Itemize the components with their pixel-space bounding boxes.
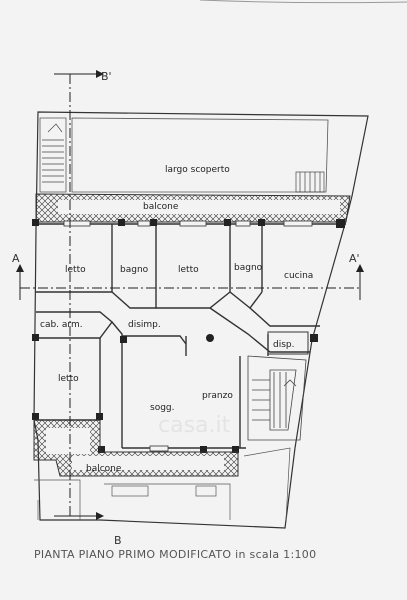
room-letto-2: letto xyxy=(178,265,199,275)
paper-edge xyxy=(199,0,407,4)
room-cucina: cucina xyxy=(284,271,313,281)
lower-courtyard xyxy=(34,447,291,521)
open-area xyxy=(71,117,329,193)
section-label-a-right: A' xyxy=(349,252,360,265)
room-bagno-1: bagno xyxy=(120,265,149,275)
drawing-title: PIANTA PIANO PRIMO MODIFICATO in scala 1… xyxy=(34,548,316,561)
section-label-b-bottom: B xyxy=(114,534,122,547)
section-label-b-top: B' xyxy=(101,70,112,83)
room-disp: disp. xyxy=(273,340,294,350)
section-arrows xyxy=(16,70,364,520)
room-bagno-2: bagno xyxy=(234,263,263,273)
room-sogg: sogg. xyxy=(150,403,174,413)
storage-closet xyxy=(267,331,309,355)
room-letto-3: letto xyxy=(58,374,79,384)
room-pranzo: pranzo xyxy=(202,391,233,401)
watermark-text: casa.it xyxy=(158,413,231,438)
room-disimp: disimp. xyxy=(128,320,161,330)
top-left-stair xyxy=(39,117,67,193)
room-balcone-top: balcone xyxy=(143,202,179,212)
room-cab-arm: cab. arm. xyxy=(40,320,83,330)
section-label-a-left: A xyxy=(12,252,20,265)
section-lines xyxy=(20,73,360,517)
top-right-steps xyxy=(295,171,325,193)
room-largo-scoperto: largo scoperto xyxy=(165,165,230,175)
room-letto-1: letto xyxy=(65,265,86,275)
columns xyxy=(32,219,345,453)
room-balcone-bottom: balcone xyxy=(86,464,122,474)
right-stairwell xyxy=(247,355,307,441)
